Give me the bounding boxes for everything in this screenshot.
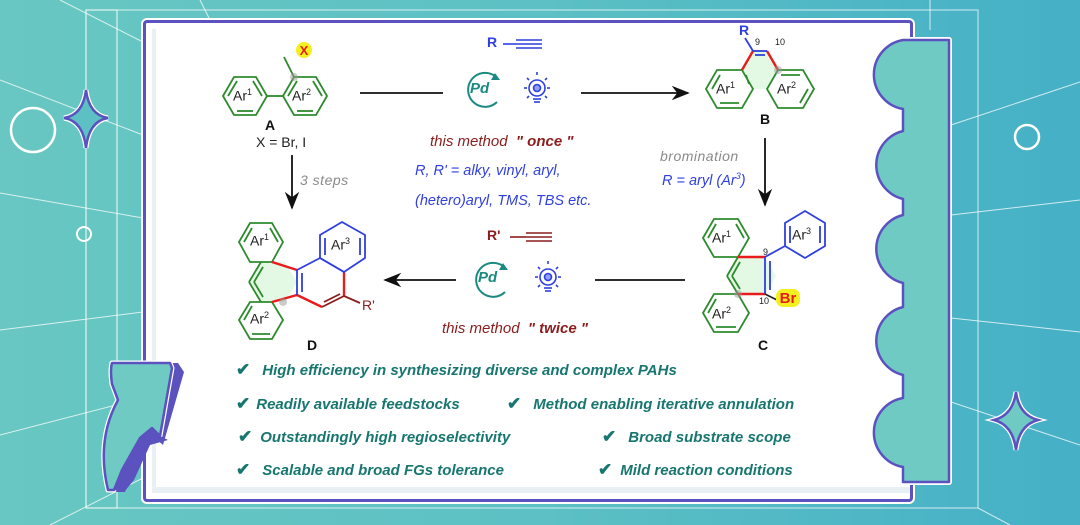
position-9-c: 9 [763, 247, 769, 257]
feature-item: ✔Readily available feedstocks [236, 394, 460, 413]
compound-a-note: X = Br, I [256, 134, 307, 150]
reagent-r: R [487, 34, 498, 50]
circle-decoration [9, 106, 57, 154]
position-10-c: 10 [759, 296, 770, 306]
check-icon: ✔ [602, 427, 617, 446]
ring-label-ar1-c: Ar1 [712, 229, 732, 246]
step-note-3-steps: 3 steps [300, 172, 349, 188]
feature-item: ✔Method enabling iterative annulation [507, 394, 795, 413]
position-9-b: 9 [755, 37, 761, 47]
check-icon: ✔ [507, 394, 522, 413]
compound-label-b: B [760, 111, 771, 127]
catalyst-pd-label: Pd [478, 269, 498, 286]
step-note-bromination: bromination [660, 148, 739, 164]
compound-label-d: D [307, 337, 318, 353]
substituent-r-prime: R' [362, 297, 375, 313]
ring-label-ar2-a: Ar2 [292, 87, 312, 104]
card-inner-shadow [152, 29, 910, 493]
ring-label-ar2-c: Ar2 [712, 305, 732, 322]
check-icon: ✔ [236, 394, 251, 413]
feature-item: ✔High efficiency in synthesizing diverse… [236, 360, 677, 379]
ring-label-ar3-d: Ar3 [331, 236, 351, 253]
step-note-once: this method " once " [430, 133, 574, 150]
substituent-r: R [739, 22, 750, 38]
check-icon: ✔ [598, 460, 613, 479]
feature-item: ✔Outstandingly high regioselectivity [238, 427, 511, 446]
check-icon: ✔ [236, 360, 251, 379]
step-condition-aryl: R = aryl (Ar3) [662, 171, 746, 189]
ring-label-ar2-b: Ar2 [777, 80, 797, 97]
feature-item: ✔Scalable and broad FGs tolerance [236, 460, 504, 479]
step-note-twice: this method " twice " [442, 320, 588, 337]
check-icon: ✔ [236, 460, 251, 479]
scope-line-1: R, R' = alky, vinyl, aryl, [415, 163, 561, 179]
reagent-r-prime: R' [487, 227, 501, 243]
ring-label-ar1-d: Ar1 [250, 232, 270, 249]
circle-decoration-small [76, 226, 92, 242]
circle-decoration [1013, 123, 1041, 151]
compound-label-a: A [265, 117, 276, 133]
compound-label-c: C [758, 337, 769, 353]
frame-line-left [85, 9, 118, 509]
ring-label-ar3-c: Ar3 [792, 226, 812, 243]
feature-item: ✔Broad substrate scope [602, 427, 791, 446]
position-10-b: 10 [775, 37, 786, 47]
scope-line-2: (hetero)aryl, TMS, TBS etc. [415, 193, 592, 209]
ring-label-ar1-a: Ar1 [233, 87, 253, 104]
ring-label-ar2-d: Ar2 [250, 310, 270, 327]
ring-label-ar1-b: Ar1 [716, 80, 736, 97]
catalyst-pd-label: Pd [470, 80, 490, 97]
frame-outline [85, 9, 979, 509]
feature-item: ✔Mild reaction conditions [598, 460, 793, 479]
check-icon: ✔ [238, 427, 253, 446]
